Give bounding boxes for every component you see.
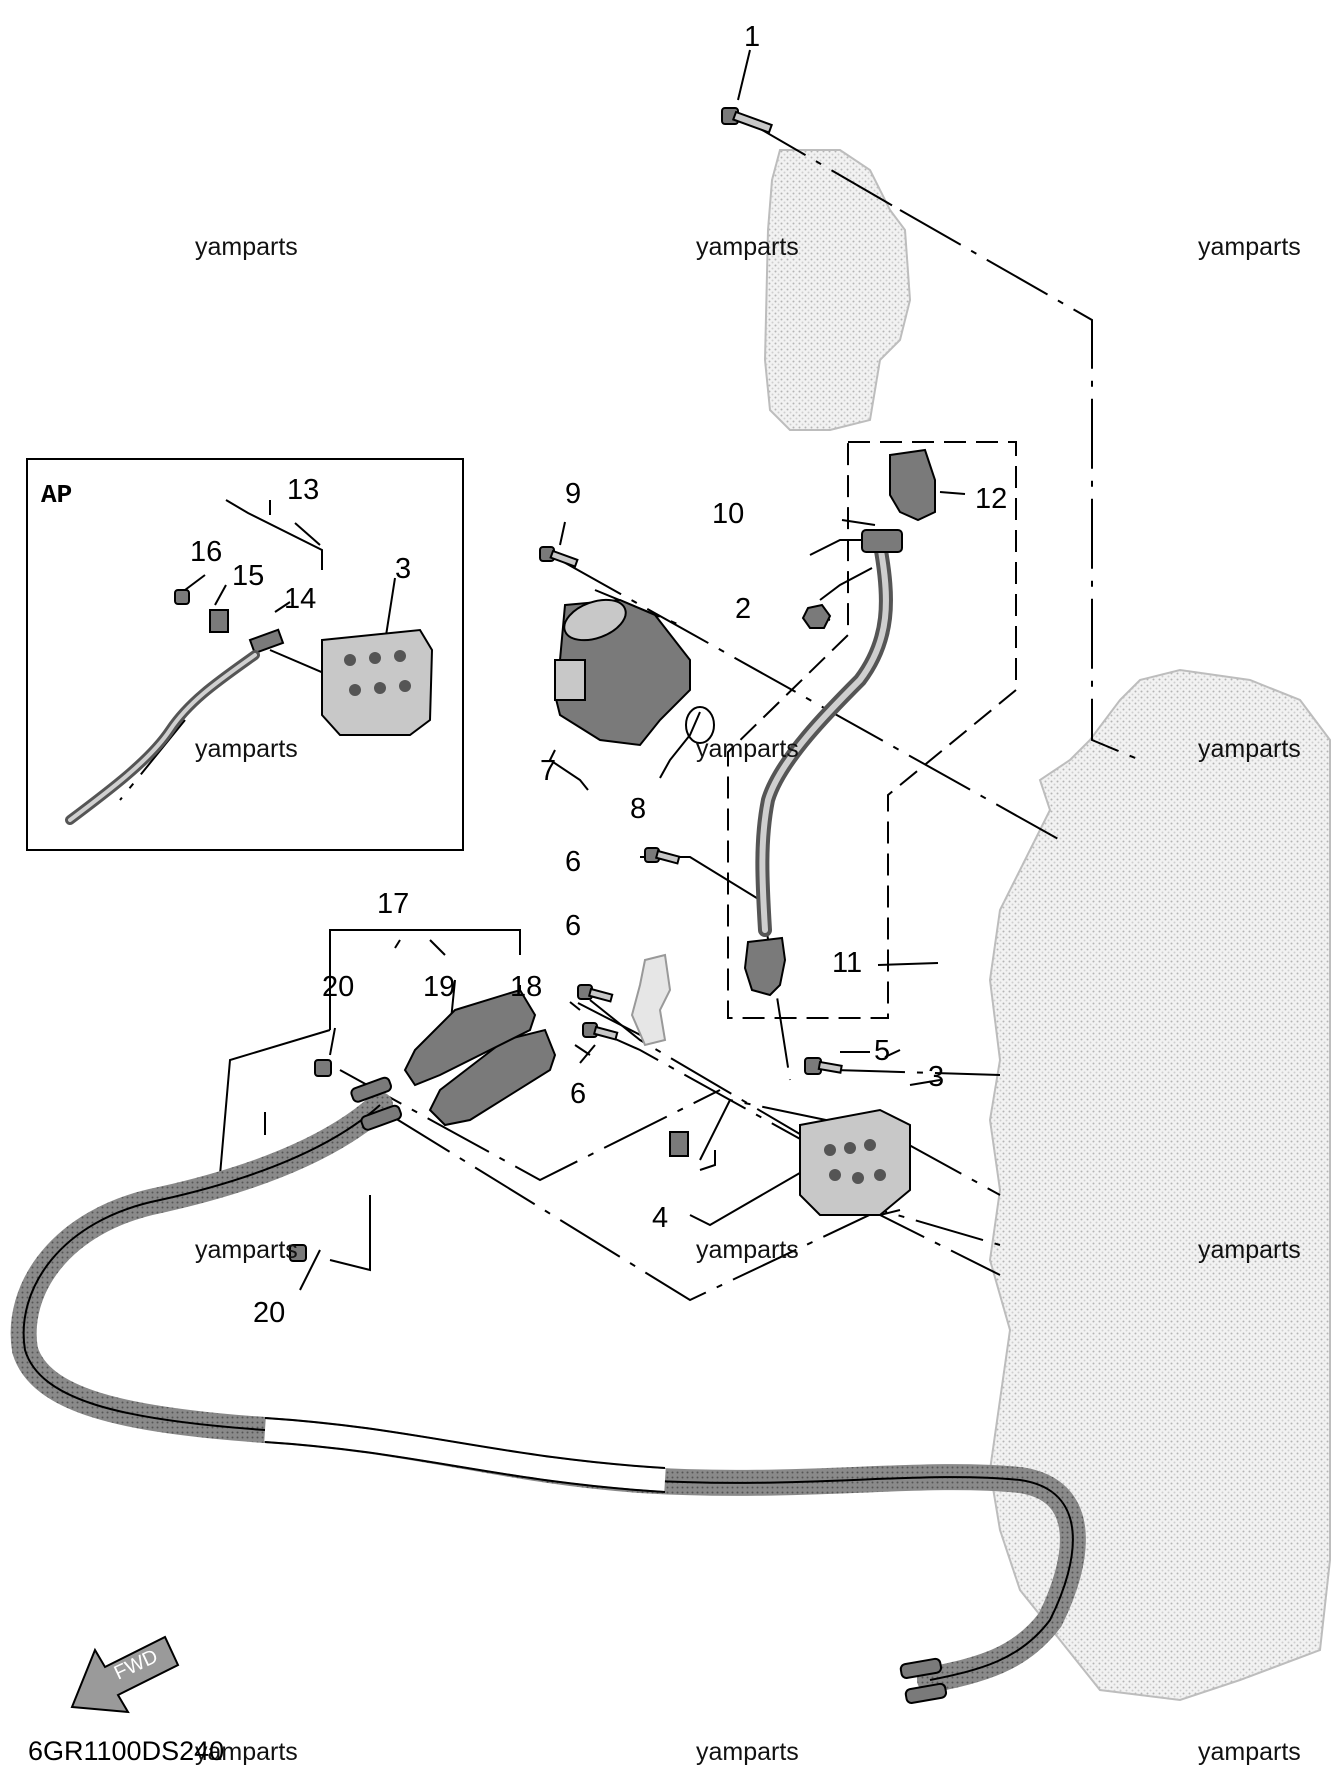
callout-10[interactable]: 10 bbox=[712, 498, 744, 530]
callout-8[interactable]: 8 bbox=[630, 793, 646, 825]
inset-bolt-16 bbox=[174, 589, 190, 605]
boot-19 bbox=[403, 988, 537, 1087]
watermark: yamparts bbox=[195, 233, 298, 261]
watermark: yamparts bbox=[1198, 233, 1301, 261]
forward-arrow-icon: FWD bbox=[70, 1635, 180, 1714]
callout-3[interactable]: 3 bbox=[395, 553, 411, 585]
inset-terminal-block-3 bbox=[321, 628, 434, 736]
boot-18 bbox=[428, 1028, 557, 1127]
callout-6[interactable]: 6 bbox=[565, 910, 581, 942]
watermarks: yamparts yamparts yamparts yamparts yamp… bbox=[195, 233, 1301, 1766]
inset-frame bbox=[26, 458, 464, 851]
callout-9[interactable]: 9 bbox=[565, 478, 581, 510]
terminal-block-3 bbox=[799, 1108, 911, 1216]
bolt-20a bbox=[314, 1059, 332, 1077]
callout-20[interactable]: 20 bbox=[253, 1297, 285, 1329]
wiring-connector-ghost bbox=[630, 953, 672, 1047]
watermark: yamparts bbox=[696, 233, 799, 261]
callout-6[interactable]: 6 bbox=[570, 1078, 586, 1110]
part-shapes: FWD bbox=[10, 107, 1086, 1714]
watermark: yamparts bbox=[696, 1738, 799, 1766]
callout-14[interactable]: 14 bbox=[284, 583, 316, 615]
callout-6[interactable]: 6 bbox=[565, 846, 581, 878]
callout-15[interactable]: 15 bbox=[232, 560, 264, 592]
callout-18[interactable]: 18 bbox=[510, 971, 542, 1003]
watermark: yamparts bbox=[696, 735, 799, 763]
inset-clip-15 bbox=[209, 609, 229, 633]
boot-11 bbox=[743, 936, 787, 997]
callout-16[interactable]: 16 bbox=[190, 536, 222, 568]
engine-block-ghost bbox=[988, 668, 1331, 1702]
callout-13[interactable]: 13 bbox=[287, 474, 319, 506]
bolt-6c bbox=[582, 1022, 619, 1041]
watermark: yamparts bbox=[195, 1236, 298, 1264]
callout-4[interactable]: 4 bbox=[652, 1202, 668, 1234]
watermark: yamparts bbox=[195, 1738, 298, 1766]
callout-7[interactable]: 7 bbox=[540, 755, 556, 787]
callout-17[interactable]: 17 bbox=[377, 888, 409, 920]
watermark: yamparts bbox=[1198, 1236, 1301, 1264]
callouts: 1 2 3 3 4 5 6 6 6 7 8 9 10 11 12 13 14 1… bbox=[190, 21, 1007, 1329]
bolt-1 bbox=[721, 107, 773, 134]
watermark: yamparts bbox=[1198, 1738, 1301, 1766]
callout-5[interactable]: 5 bbox=[874, 1035, 890, 1067]
diagram-code: 6GR1100DS240 bbox=[28, 1736, 224, 1766]
callout-19[interactable]: 19 bbox=[423, 971, 455, 1003]
watermark: yamparts bbox=[195, 735, 298, 763]
nut-2 bbox=[801, 603, 832, 629]
callout-20[interactable]: 20 bbox=[322, 971, 354, 1003]
bolt-6b bbox=[577, 984, 614, 1003]
bolt-6a bbox=[644, 847, 681, 865]
o-ring-8 bbox=[685, 706, 715, 744]
starter-relay-7 bbox=[553, 598, 691, 747]
callout-2[interactable]: 2 bbox=[735, 593, 751, 625]
watermark: yamparts bbox=[1198, 735, 1301, 763]
inset-lead-end-14 bbox=[248, 628, 285, 655]
callout-12[interactable]: 12 bbox=[975, 483, 1007, 515]
callout-11[interactable]: 11 bbox=[832, 947, 862, 979]
watermark: yamparts bbox=[696, 1236, 799, 1264]
clip-4 bbox=[669, 1131, 689, 1157]
bolt-5 bbox=[804, 1057, 843, 1075]
cap-12 bbox=[889, 448, 936, 522]
bolt-9 bbox=[539, 546, 579, 568]
dashed-group-box bbox=[727, 441, 1017, 1019]
callout-3[interactable]: 3 bbox=[928, 1061, 944, 1093]
bolt-20b bbox=[289, 1244, 307, 1262]
inset-title: AP bbox=[41, 480, 72, 510]
battery-cable-17 bbox=[10, 1092, 1086, 1693]
starter-motor-ghost bbox=[763, 149, 912, 431]
callout-1[interactable]: 1 bbox=[744, 21, 760, 53]
